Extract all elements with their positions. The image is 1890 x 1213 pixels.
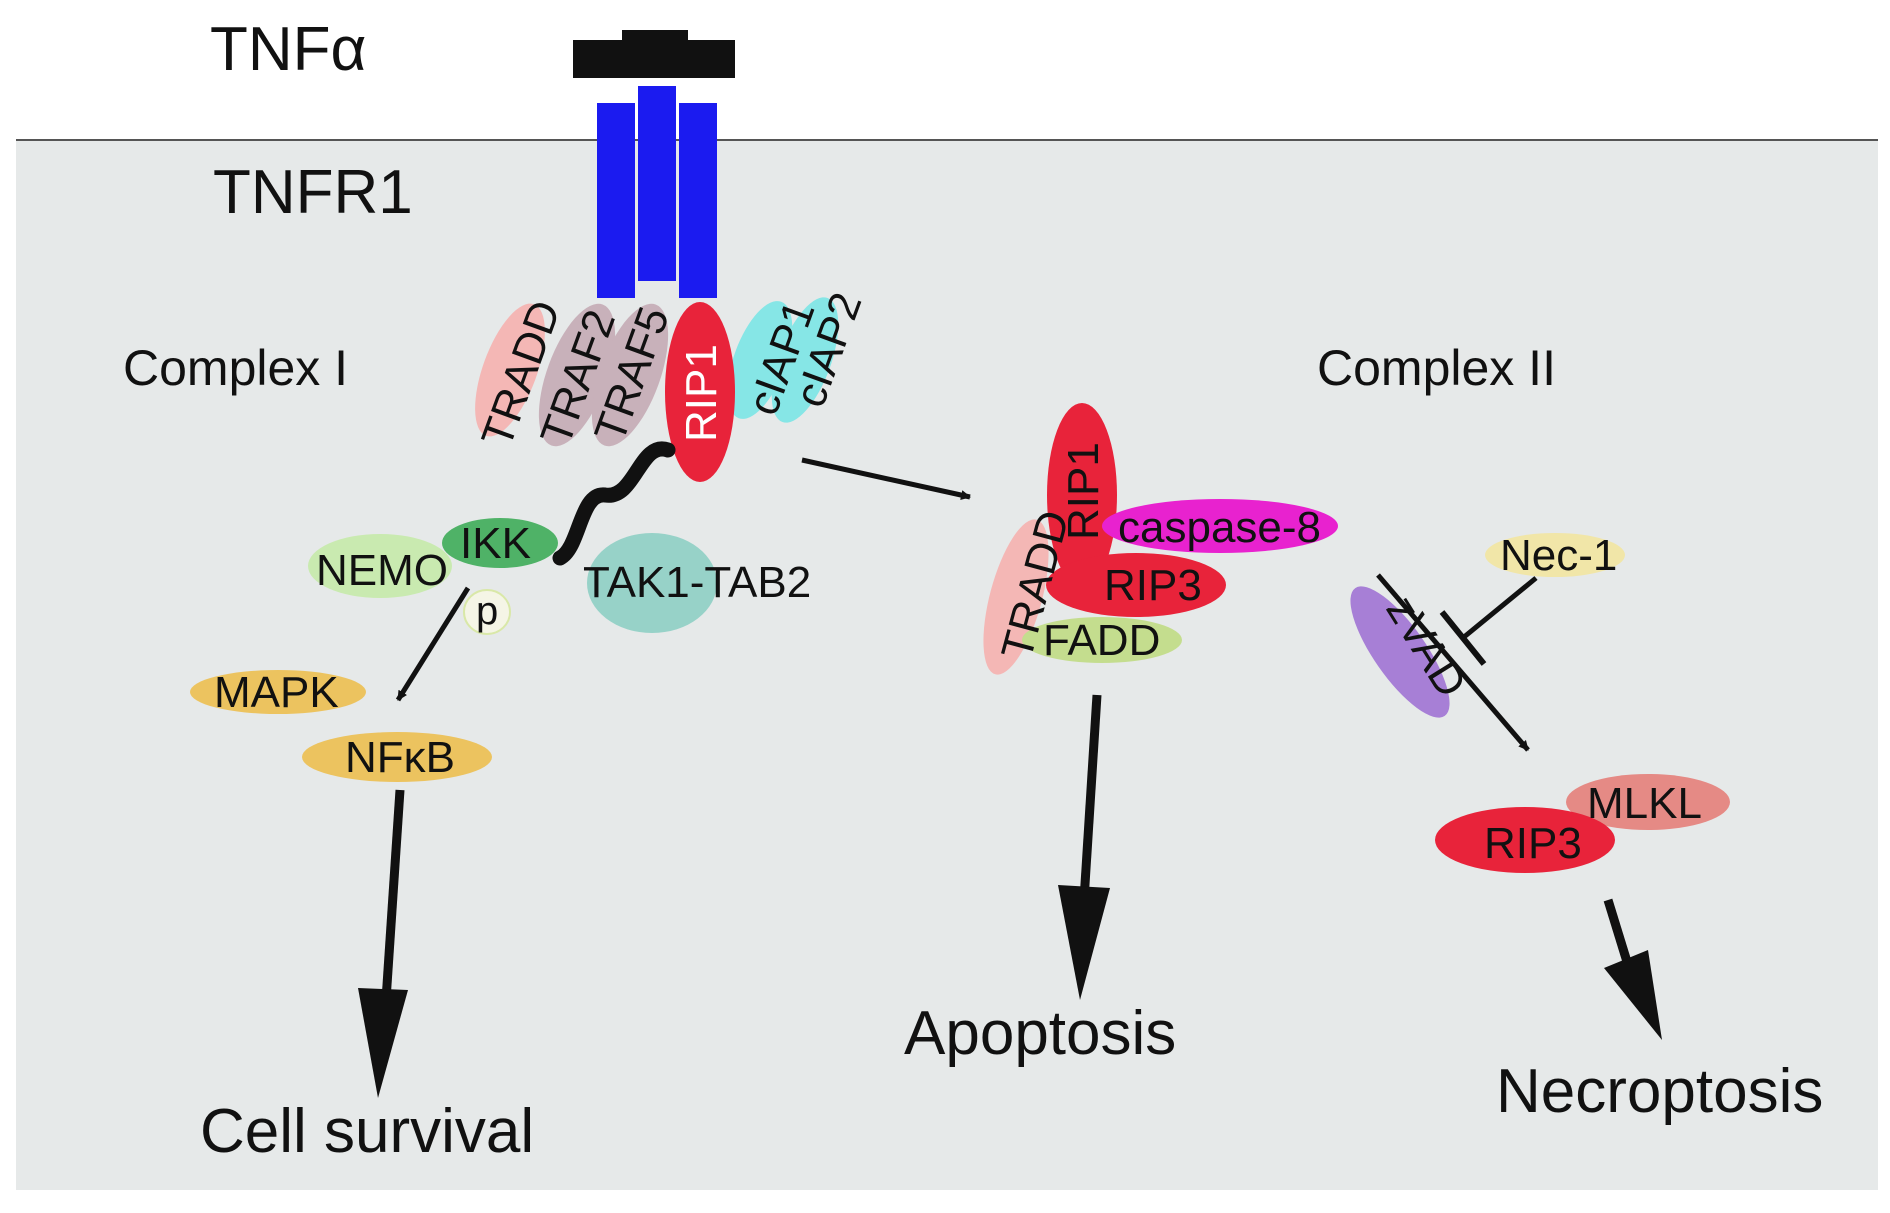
cell-survival-arrow-shaft xyxy=(380,789,405,1016)
ikk-label: IKK xyxy=(460,519,531,568)
phospho-marker xyxy=(463,589,511,635)
complex-1-label: Complex I xyxy=(123,340,348,396)
ikk-to-nfkb-arrow xyxy=(395,586,471,702)
tradd-protein-c1 xyxy=(475,303,545,437)
traf5-protein xyxy=(591,303,669,447)
rip3-label-c2: RIP3 xyxy=(1104,561,1202,610)
ciap2-protein xyxy=(771,297,839,423)
apoptosis-arrow-shaft xyxy=(1079,694,1102,901)
traf2-protein xyxy=(538,303,616,447)
nec-1-label: Nec-1 xyxy=(1500,531,1617,580)
rip1-protein-c1 xyxy=(665,302,735,482)
cell-survival-arrowhead xyxy=(358,988,408,1098)
nec-1-inhibition-bar xyxy=(1439,610,1487,666)
ikk-protein xyxy=(442,518,558,568)
tnf-alpha-ligand xyxy=(573,30,735,78)
zvad-inhibitor xyxy=(1350,586,1450,718)
mapk-protein xyxy=(190,670,366,714)
ciap1-protein xyxy=(727,301,793,419)
complex-2-label: Complex II xyxy=(1317,340,1556,396)
complex2-to-necroptosis-arrow xyxy=(1376,573,1530,752)
rip1-label-c2: RIP1 xyxy=(1059,442,1108,540)
caspase-8-protein xyxy=(1102,499,1338,553)
caspase-8-label: caspase-8 xyxy=(1118,503,1321,552)
nemo-label: NEMO xyxy=(316,546,448,595)
nec-1-inhibitor xyxy=(1485,533,1625,577)
tak1-tab2-protein xyxy=(587,533,717,633)
mapk-label: MAPK xyxy=(214,668,339,717)
phospho-label: p xyxy=(476,589,498,633)
tnfr1-label: TNFR1 xyxy=(213,158,413,227)
tnfr1-receptor xyxy=(597,86,717,298)
fadd-label: FADD xyxy=(1043,616,1160,665)
rip1-protein-c2 xyxy=(1047,403,1117,587)
mlkl-label: MLKL xyxy=(1587,779,1702,828)
rip3-protein-necro xyxy=(1435,807,1615,873)
nec-1-inhibition-line xyxy=(1462,576,1538,639)
rip3-protein-c2 xyxy=(1046,553,1226,617)
rip3-label-necro: RIP3 xyxy=(1484,819,1582,868)
tnf-alpha-label: TNFα xyxy=(210,15,366,84)
apoptosis-label: Apoptosis xyxy=(904,999,1176,1068)
fadd-protein xyxy=(1022,617,1182,663)
nemo-protein xyxy=(308,534,452,598)
nfkb-label: NFκB xyxy=(345,733,455,782)
ubiquitin-chain xyxy=(552,441,676,566)
mlkl-protein xyxy=(1566,774,1730,830)
tradd-protein-c2 xyxy=(983,519,1049,675)
complex1-to-complex2-arrow xyxy=(801,457,971,500)
nfkb-protein xyxy=(302,732,492,782)
tak1-tab2-label: TAK1-TAB2 xyxy=(583,558,811,607)
necroptosis-label: Necroptosis xyxy=(1496,1057,1823,1126)
cytoplasm-background xyxy=(16,140,1878,1190)
apoptosis-arrowhead xyxy=(1058,885,1110,1000)
cell-survival-label: Cell survival xyxy=(200,1097,534,1166)
necroptosis-arrowhead xyxy=(1604,950,1662,1040)
necroptosis-arrow-shaft xyxy=(1603,898,1633,967)
rip1-label-c1: RIP1 xyxy=(677,344,726,442)
